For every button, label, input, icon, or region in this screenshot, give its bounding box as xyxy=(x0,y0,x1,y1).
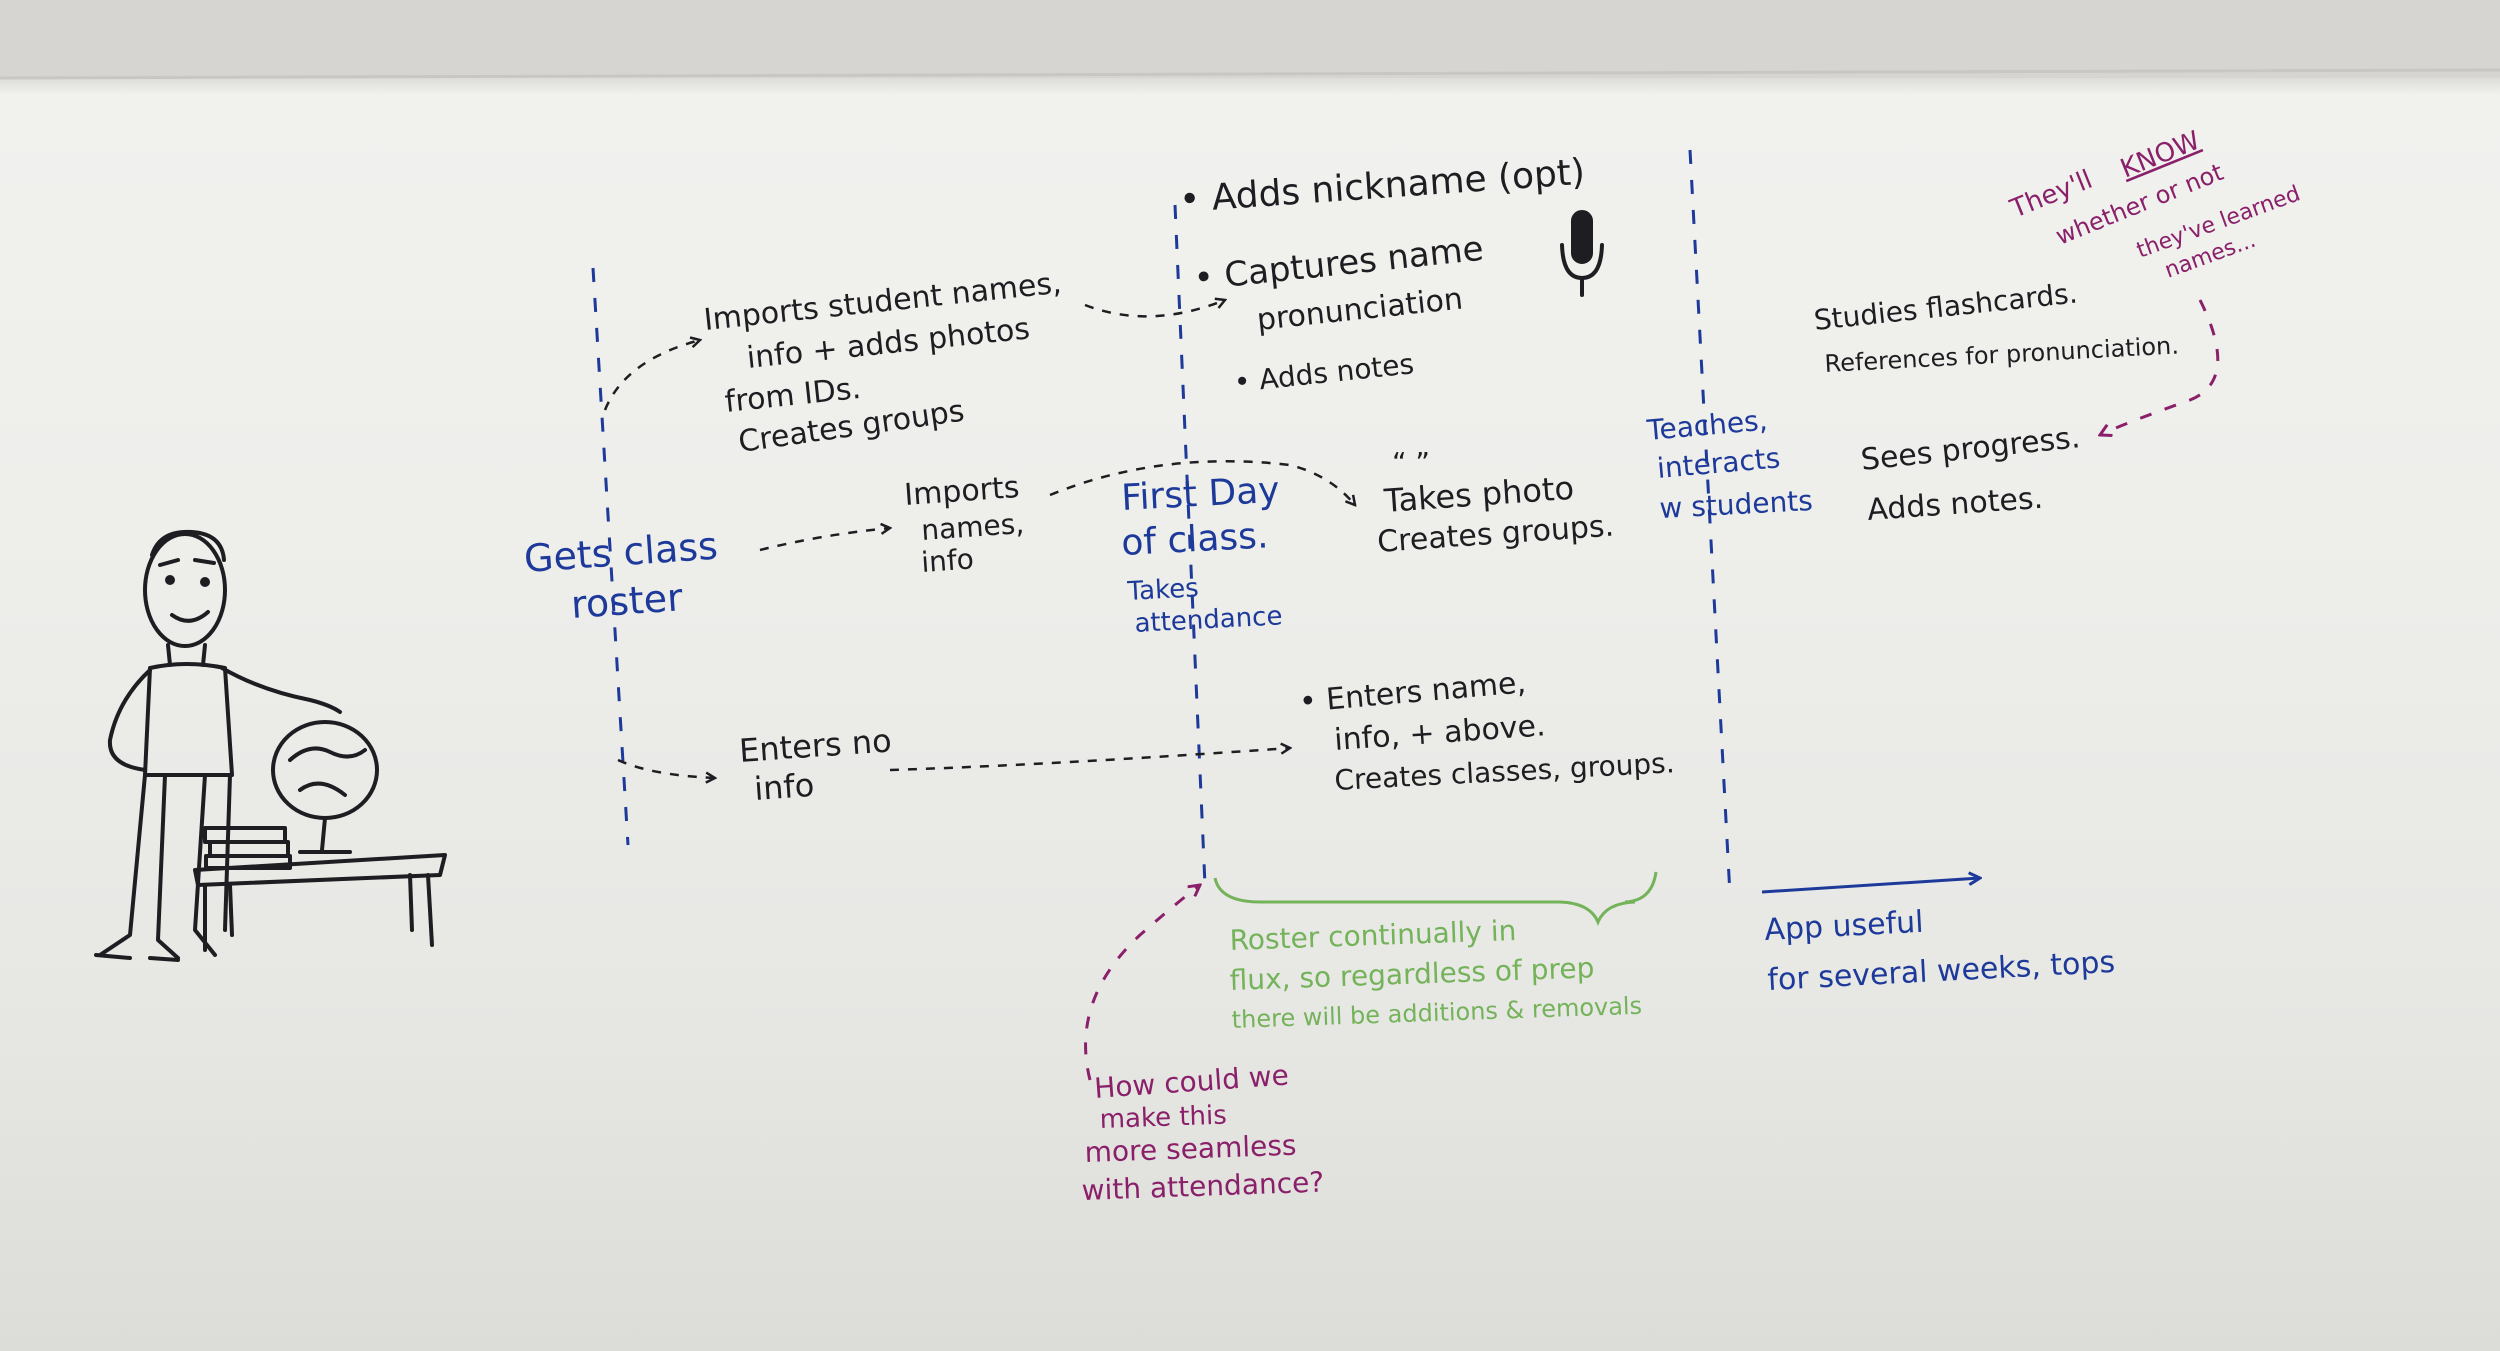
arrow-to-enters-name xyxy=(889,748,1290,772)
imports-line2: names, xyxy=(920,507,1025,547)
top-lane-text: Imports student names, info + adds photo… xyxy=(702,152,1586,460)
adds-notes-right: Adds notes. xyxy=(1866,481,2044,528)
teacher-with-globe-and-desk-drawing xyxy=(94,529,447,962)
app-useful-line1: App useful xyxy=(1764,905,1925,948)
divider-2 xyxy=(1173,204,1207,886)
microphone-icon xyxy=(1560,210,1604,297)
gets-roster-line1: Gets class xyxy=(523,524,720,581)
enters-name-line2: info, + above. xyxy=(1333,708,1546,758)
how-could-line2: make this xyxy=(1099,1101,1227,1135)
how-could-line1: How could we xyxy=(1093,1058,1290,1105)
takes-attendance-line1: Takes xyxy=(1126,573,1200,607)
sees-progress: Sees progress. xyxy=(1859,420,2082,478)
first-day-line2: of class. xyxy=(1120,515,1269,564)
adds-notes-top: • Adds notes xyxy=(1232,347,1415,399)
teaches-line3: w students xyxy=(1659,484,1814,525)
enters-no-info-line2: info xyxy=(753,766,816,808)
studies-line1: Studies flashcards. xyxy=(1812,276,2079,336)
bottom-lane-text: Enters no info • Enters name, info, + ab… xyxy=(738,665,1675,808)
captures-line2: pronunciation xyxy=(1255,282,1464,338)
roster-flux-line2: flux, so regardless of prep xyxy=(1229,951,1595,997)
arrow-to-enters-no-info xyxy=(617,758,715,778)
purple-arrow-progress xyxy=(2100,299,2220,435)
adds-nickname: • Adds nickname (opt) xyxy=(1178,152,1587,221)
how-could-line4: with attendance? xyxy=(1081,1166,1325,1207)
board-top-edge xyxy=(0,68,2500,80)
arrow-to-imports-photos xyxy=(603,340,700,411)
takes-attendance-line2: attendance xyxy=(1134,601,1283,639)
first-day-line1: First Day xyxy=(1120,470,1280,519)
studies-line2: References for pronunciation. xyxy=(1824,331,2180,378)
arrow-to-imports xyxy=(759,528,890,552)
green-brace xyxy=(1213,871,1658,926)
wall-strip xyxy=(0,0,2500,78)
gets-roster-line2: roster xyxy=(570,575,685,627)
arrow-to-takes-photo xyxy=(1049,460,1355,505)
flow-arrows xyxy=(603,300,1355,778)
imports-line1: Imports xyxy=(903,470,1020,513)
divider-3 xyxy=(1688,149,1732,896)
app-useful-line2: for several weeks, tops xyxy=(1767,945,2116,998)
teaches-line2: interacts xyxy=(1656,441,1782,485)
divider-1 xyxy=(591,267,630,846)
purple-arrow-attendance xyxy=(1084,885,1200,1081)
how-could-line3: more seamless xyxy=(1084,1129,1297,1169)
teaches-line1: Teaches, xyxy=(1645,404,1769,447)
stage-dividers xyxy=(591,149,1732,896)
arrow-to-captures xyxy=(1084,300,1225,318)
enters-no-info-line1: Enters no xyxy=(738,721,893,770)
blue-timeline-arrow xyxy=(1761,878,1980,894)
roster-flux-line1: Roster continually in xyxy=(1229,914,1517,957)
quote-mark: “ ” xyxy=(1392,446,1430,479)
roster-flux-line3: there will be additions & removals xyxy=(1231,992,1642,1034)
imports-line3: info xyxy=(920,542,975,579)
